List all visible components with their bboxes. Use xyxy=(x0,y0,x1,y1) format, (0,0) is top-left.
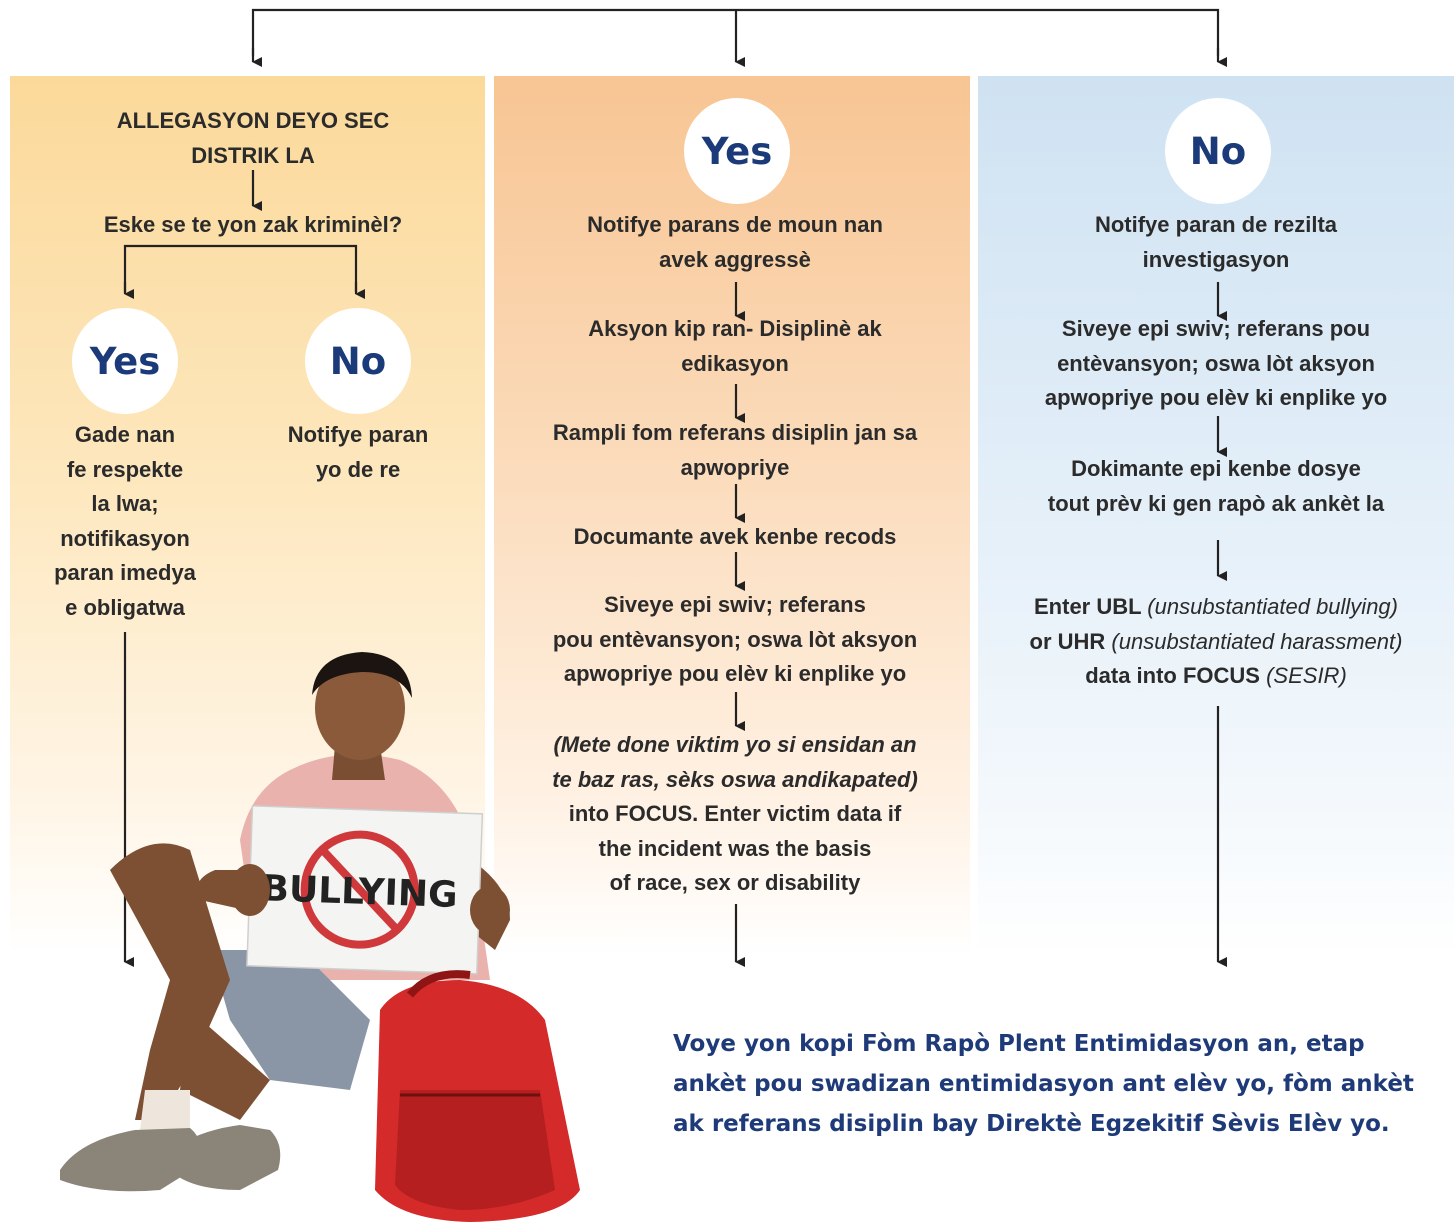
right-panel xyxy=(978,76,1454,956)
left-question: Eske se te yon zak kriminèl? xyxy=(103,212,403,237)
middle-step-referral: Rampli fom referans disiplin jan sa apwo… xyxy=(552,420,918,480)
no-symbol-ring xyxy=(300,830,419,949)
student-shoe-left xyxy=(60,1128,202,1192)
right-or-uhr: or UHR xyxy=(1029,628,1112,654)
left-no-text: Notifye paran yo de re xyxy=(287,422,429,482)
middle-yes-circle: Yes xyxy=(684,98,790,204)
right-data-into-focus: data into FOCUS xyxy=(1085,663,1267,688)
student-left-hand xyxy=(230,864,270,916)
right-step-enter-data: Enter UBL (unsubstantiated bullying) or … xyxy=(990,590,1442,694)
student-shorts xyxy=(210,950,370,1090)
middle-panel xyxy=(494,76,970,956)
middle-step-monitor: Siveye epi swiv; referans pou entèvansyo… xyxy=(552,592,918,686)
right-uhr-note: (unsubstantiated harassment) xyxy=(1111,628,1403,654)
sign-text: BULLYING xyxy=(261,868,458,916)
left-no-circle: No xyxy=(305,308,411,414)
middle-step-document: Documante avek kenbe recods xyxy=(573,524,897,549)
middle-step-victim-data: (Mete done viktim yo si ensidan an te ba… xyxy=(505,728,965,901)
student-hair xyxy=(312,652,412,698)
student-shoe-right xyxy=(170,1125,281,1190)
student-lower-leg xyxy=(180,1010,270,1120)
middle-step-action: Aksyon kip ran- Disiplinè ak edikasyon xyxy=(588,316,882,376)
middle-step-notify: Notifye parans de moun nan avek aggressè xyxy=(587,212,883,272)
right-step-notify: Notifye paran de rezilta investigasyon xyxy=(1094,212,1338,272)
left-yes-text: Gade nan fe respekte la lwa; notifikasyo… xyxy=(54,422,196,620)
footer-instruction: Voye yon kopi Fòm Rapò Plent Entimidasyo… xyxy=(673,1031,1414,1137)
student-sock xyxy=(140,1090,190,1130)
student-right-hand xyxy=(470,886,510,934)
right-ubl-note: (unsubstantiated bullying) xyxy=(1147,594,1398,619)
no-symbol-slash xyxy=(320,847,400,932)
student-left-leg xyxy=(110,843,230,1120)
left-yes-circle: Yes xyxy=(72,308,178,414)
bullying-sign: BULLYING xyxy=(246,805,484,975)
student-head xyxy=(315,656,405,760)
left-title: ALLEGASYON DEYO SEC DISTRIK LA xyxy=(116,108,390,168)
right-step-monitor: Siveye epi swiv; referans pou entèvansyo… xyxy=(1044,316,1388,410)
middle-victim-italic: (Mete done viktim yo si ensidan an te ba… xyxy=(552,732,918,792)
right-step-document: Dokimante epi kenbe dosye tout prèv ki g… xyxy=(1047,456,1385,516)
backpack-strap xyxy=(406,970,471,998)
right-no-circle: No xyxy=(1165,98,1271,204)
right-enter-ubl: Enter UBL xyxy=(1034,594,1148,619)
red-backpack xyxy=(375,970,580,1222)
left-split-line xyxy=(123,244,358,292)
middle-victim-rest: into FOCUS. Enter victim data if the inc… xyxy=(568,801,902,895)
student-holding-sign-illustration: BULLYING xyxy=(60,652,580,1222)
backpack-pocket xyxy=(395,1090,555,1210)
right-sesir-note: (SESIR) xyxy=(1266,663,1347,688)
